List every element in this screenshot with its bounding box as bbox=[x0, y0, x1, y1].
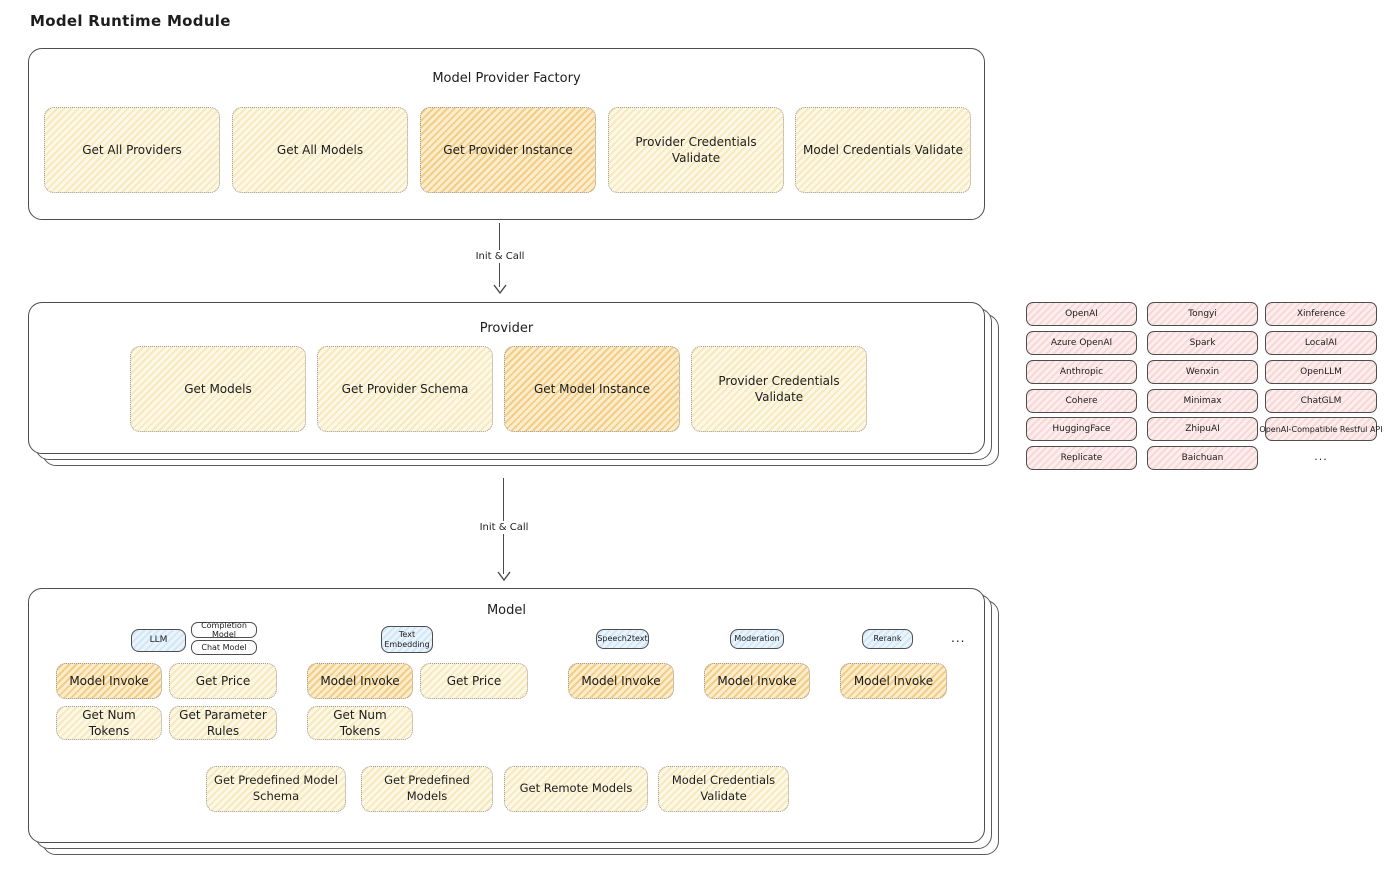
provider-openai: OpenAI bbox=[1026, 302, 1137, 326]
provider-replicate: Replicate bbox=[1026, 446, 1137, 470]
node-te-get-num-tokens: Get Num Tokens bbox=[307, 706, 413, 740]
tab-completion-model: Completion Model bbox=[191, 621, 257, 639]
tab-speech2text: Speech2text bbox=[596, 629, 649, 649]
provider-spark: Spark bbox=[1147, 331, 1258, 355]
node-get-all-models: Get All Models bbox=[232, 107, 408, 193]
node-get-model-instance: Get Model Instance bbox=[504, 346, 680, 432]
node-llm-get-price: Get Price bbox=[169, 663, 277, 699]
node-llm-model-invoke: Model Invoke bbox=[56, 663, 162, 699]
provider-panel-title: Provider bbox=[479, 321, 534, 336]
provider-baichuan: Baichuan bbox=[1147, 446, 1258, 470]
tab-text-embedding: Text Embedding bbox=[381, 626, 433, 653]
node-get-predefined-model-schema: Get Predefined Model Schema bbox=[206, 766, 346, 812]
node-provider-credentials-validate-2: Provider Credentials Validate bbox=[691, 346, 867, 432]
node-get-remote-models: Get Remote Models bbox=[504, 766, 648, 812]
node-te-get-price: Get Price bbox=[420, 663, 528, 699]
tab-chat-model: Chat Model bbox=[191, 640, 257, 655]
provider-chatglm: ChatGLM bbox=[1265, 389, 1377, 413]
provider-openllm: OpenLLM bbox=[1265, 360, 1377, 384]
provider-localai: LocalAI bbox=[1265, 331, 1377, 355]
arrow2-label: Init & Call bbox=[475, 521, 533, 534]
model-panel-title: Model bbox=[486, 603, 527, 618]
node-model-credentials-validate-2: Model Credentials Validate bbox=[658, 766, 789, 812]
provider-tongyi: Tongyi bbox=[1147, 302, 1258, 326]
node-get-provider-schema: Get Provider Schema bbox=[317, 346, 493, 432]
provider-xinference: Xinference bbox=[1265, 302, 1377, 326]
node-moderation-model-invoke: Model Invoke bbox=[704, 663, 810, 699]
node-llm-get-num-tokens: Get Num Tokens bbox=[56, 706, 162, 740]
provider-huggingface: HuggingFace bbox=[1026, 417, 1137, 441]
node-provider-credentials-validate: Provider Credentials Validate bbox=[608, 107, 784, 193]
node-rerank-model-invoke: Model Invoke bbox=[840, 663, 947, 699]
provider-minimax: Minimax bbox=[1147, 389, 1258, 413]
tab-rerank: Rerank bbox=[862, 629, 913, 649]
node-s2t-model-invoke: Model Invoke bbox=[568, 663, 674, 699]
arrow-head-down-icon-2 bbox=[497, 571, 511, 582]
node-get-provider-instance: Get Provider Instance bbox=[420, 107, 596, 193]
model-tabs-ellipsis: ... bbox=[951, 631, 966, 645]
node-get-models: Get Models bbox=[130, 346, 306, 432]
arrow-head-down-icon bbox=[493, 284, 507, 295]
provider-azure-openai: Azure OpenAI bbox=[1026, 331, 1137, 355]
node-te-model-invoke: Model Invoke bbox=[307, 663, 413, 699]
provider-wenxin: Wenxin bbox=[1147, 360, 1258, 384]
provider-anthropic: Anthropic bbox=[1026, 360, 1137, 384]
node-get-predefined-models: Get Predefined Models bbox=[361, 766, 493, 812]
node-llm-get-parameter-rules: Get Parameter Rules bbox=[169, 706, 277, 740]
arrow1-label: Init & Call bbox=[471, 250, 529, 263]
provider-zhipuai: ZhipuAI bbox=[1147, 417, 1258, 441]
factory-panel-title: Model Provider Factory bbox=[432, 71, 581, 86]
node-model-credentials-validate: Model Credentials Validate bbox=[795, 107, 971, 193]
diagram-title: Model Runtime Module bbox=[30, 12, 231, 30]
provider-cohere: Cohere bbox=[1026, 389, 1137, 413]
provider-list-ellipsis: ... bbox=[1314, 450, 1328, 463]
tab-llm: LLM bbox=[131, 629, 186, 652]
node-get-all-providers: Get All Providers bbox=[44, 107, 220, 193]
tab-moderation: Moderation bbox=[730, 629, 784, 649]
provider-openai-compatible-restful-api: OpenAI-Compatible Restful API bbox=[1259, 417, 1383, 441]
model-panel: Model LLM Completion Model Chat Model Te… bbox=[28, 588, 985, 843]
